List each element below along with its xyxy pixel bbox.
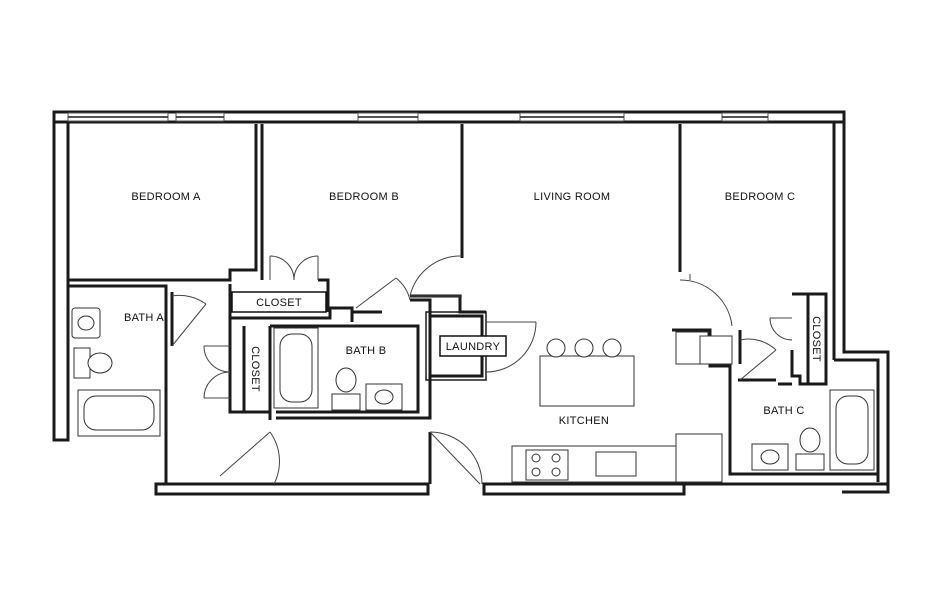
bottom-wall-left [154, 482, 430, 496]
toilet-icon [331, 393, 361, 411]
exterior-walls [52, 110, 890, 496]
label-laundry: LAUNDRY [446, 341, 501, 353]
stool-icon [546, 338, 566, 358]
fixtures [71, 307, 875, 483]
label-bath-b: BATH B [346, 345, 387, 357]
refrigerator-icon [675, 433, 723, 483]
label-bedroom-c: BEDROOM C [725, 191, 796, 203]
label-closet-3: CLOSET [810, 316, 822, 362]
dryer-icon [699, 335, 733, 365]
label-kitchen: KITCHEN [559, 415, 609, 427]
label-bedroom-b: BEDROOM B [329, 191, 399, 203]
kitchen-sink-icon [595, 451, 637, 477]
stool-icon [602, 338, 622, 358]
label-bedroom-a: BEDROOM A [131, 191, 201, 203]
stool-icon [574, 338, 594, 358]
label-living-room: LIVING ROOM [534, 191, 611, 203]
right-wall [842, 112, 890, 494]
label-bath-c: BATH C [763, 405, 804, 417]
label-bath-a: BATH A [124, 312, 164, 324]
room-labels: BEDROOM A BEDROOM B LIVING ROOM BEDROOM … [124, 191, 822, 427]
label-closet-2: CLOSET [249, 346, 261, 392]
toilet-icon [795, 453, 825, 471]
laundry-box [439, 335, 507, 357]
bottom-wall-right [482, 482, 686, 496]
left-wall [52, 112, 70, 442]
interior-walls [68, 124, 878, 484]
stove-icon [525, 449, 569, 481]
kitchen-island [539, 355, 635, 407]
doors [171, 255, 793, 485]
label-closet-1: CLOSET [256, 297, 302, 309]
closet-1-box [231, 291, 327, 313]
